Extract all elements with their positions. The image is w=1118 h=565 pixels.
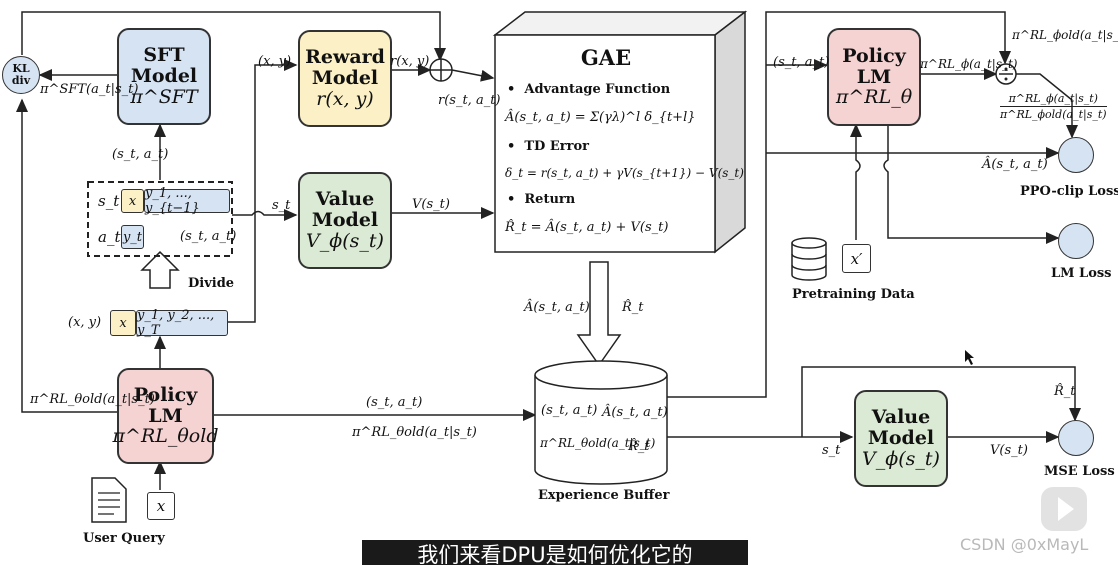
policy-old-symbol: π^RL_θold	[112, 425, 219, 448]
reward-model-box: Reward Model r(x, y)	[298, 30, 392, 127]
divide-yt-chip: y_t	[121, 225, 144, 249]
sft-title-1: SFT	[143, 44, 185, 67]
rollout-ys-chip: y_1, y_2, ..., y_T	[136, 308, 228, 338]
value-bottom-output-label: V(s_t)	[990, 443, 1028, 458]
lm-loss-label: LM Loss	[1051, 266, 1112, 281]
policy-old-box: Policy LM π^RL_θold	[113, 368, 218, 464]
reward-symbol: r(x, y)	[316, 87, 374, 110]
divide-caption: Divide	[188, 276, 235, 291]
document-icon	[91, 477, 127, 523]
value-top-title-2: Model	[311, 209, 379, 232]
buffer-cell-3: π^RL_θold(a_t|s_t)	[540, 436, 656, 450]
reward-title-1: Reward	[305, 46, 385, 69]
kl-div-node: KL div	[2, 56, 40, 94]
sum-output-label: r(s_t, a_t)	[438, 93, 501, 108]
policy-new-input-label: (s_t, a_t)	[773, 55, 830, 70]
sft-symbol: π^SFT	[130, 85, 198, 108]
divide-x-chip: x	[121, 189, 144, 213]
value-bottom-target-label: R̂_t	[1054, 384, 1076, 399]
gae-td-title: • TD Error	[507, 139, 589, 154]
gae-td-eq: δ_t = r(s_t, a_t) + γV(s_{t+1}) − V(s_t)	[505, 166, 744, 180]
divide-ys-chip: y_1, ..., y_{t−1}	[144, 186, 230, 216]
mse-loss-label: MSE Loss	[1044, 464, 1115, 479]
sft-output-label: π^SFT(a_t|s_t)	[40, 82, 139, 97]
policy-new-title-2: LM	[856, 65, 892, 88]
divide-action-label: a_t	[98, 228, 121, 246]
policy-old-title-1: Policy	[133, 383, 198, 406]
gae-adv-title: • Advantage Function	[507, 82, 671, 97]
pretrain-x-chip: x′	[842, 244, 871, 273]
ppo-loss-label: PPO-clip Loss	[1020, 184, 1118, 199]
kl-label-1: KL	[12, 62, 30, 76]
user-query-x-chip: x	[147, 492, 175, 520]
buffer-cell-2: Â(s_t, a_t)	[602, 405, 668, 420]
value-bottom-symbol: V_ϕ(s_t)	[862, 447, 940, 470]
value-bottom-title-1: Value	[871, 406, 931, 429]
value-model-top-box: Value Model V_ϕ(s_t)	[298, 172, 392, 269]
reward-input-label: (x, y)	[258, 54, 292, 69]
value-top-symbol: V_ϕ(s_t)	[306, 229, 384, 252]
reward-title-2: Model	[311, 67, 379, 90]
policy-buffer-top-label: (s_t, a_t)	[366, 395, 423, 410]
gae-box	[492, 10, 748, 254]
experience-buffer-cylinder	[534, 360, 668, 485]
sum-node	[429, 58, 453, 82]
value-top-title-1: Value	[315, 188, 375, 211]
ratio-adv-label: Â(s_t, a_t)	[982, 157, 1048, 172]
ratio-top-input-label: π^RL_ϕold(a_t|s_t)	[1012, 28, 1118, 42]
gae-ret-eq: R̂_t = Â(s_t, a_t) + V(s_t)	[505, 220, 669, 235]
mse-loss-node	[1058, 420, 1094, 456]
value-bottom-title-2: Model	[867, 427, 935, 450]
mouse-cursor-icon	[965, 350, 974, 365]
value-top-output-label: V(s_t)	[412, 197, 450, 212]
gae-title: GAE	[580, 45, 632, 70]
policy-new-output-label: π^RL_ϕ(a_t|s_t)	[920, 57, 1018, 71]
buffer-caption: Experience Buffer	[538, 488, 670, 503]
video-subtitle: 我们来看DPU是如何优化它的	[362, 540, 748, 565]
database-icon	[791, 237, 827, 281]
reward-output-label: r(x, y)	[390, 54, 430, 69]
pretrain-label: Pretraining Data	[792, 287, 915, 302]
user-query-label: User Query	[83, 531, 165, 546]
kl-label-2: div	[11, 74, 31, 87]
gae-down-right-label: R̂_t	[622, 300, 644, 315]
gae-ret-title: • Return	[507, 192, 576, 207]
sft-title-2: Model	[130, 65, 198, 88]
policy-new-box: Policy LM π^RL_θ	[827, 28, 921, 126]
buffer-cell-4: R̂_t	[628, 439, 650, 454]
policy-old-output-label: π^RL_θold(a_t|s_t)	[30, 392, 155, 407]
buffer-cell-1: (s_t, a_t)	[541, 403, 598, 418]
csdn-watermark: CSDN @0xMayL	[960, 535, 1089, 554]
gae-down-left-label: Â(s_t, a_t)	[524, 300, 590, 315]
value-top-input-label: s_t	[272, 198, 291, 213]
ratio-fraction: π^RL_ϕ(a_t|s_t) π^RL_ϕold(a_t|s_t)	[1000, 92, 1107, 121]
policy-old-title-2: LM	[148, 404, 183, 427]
rollout-pair-label: (x, y)	[68, 315, 102, 330]
ratio-denominator: π^RL_ϕold(a_t|s_t)	[1000, 108, 1107, 121]
value-model-bottom-box: Value Model V_ϕ(s_t)	[854, 390, 948, 487]
policy-buffer-bottom-label: π^RL_θold(a_t|s_t)	[352, 425, 477, 440]
sft-input-label: (s_t, a_t)	[112, 147, 169, 162]
lm-loss-node	[1058, 223, 1094, 259]
divide-box	[87, 181, 233, 257]
divide-node	[995, 63, 1017, 85]
ratio-numerator: π^RL_ϕ(a_t|s_t)	[1000, 92, 1107, 107]
ppo-loss-node	[1058, 137, 1094, 173]
divide-pair-label: (s_t, a_t)	[180, 229, 237, 244]
sft-model-box: SFT Model π^SFT	[117, 28, 211, 125]
value-bottom-input-label: s_t	[822, 443, 841, 458]
policy-new-title-1: Policy	[842, 44, 906, 67]
divide-state-label: s_t	[98, 192, 120, 210]
policy-new-symbol: π^RL_θ	[835, 86, 913, 109]
gae-to-buffer-arrow	[576, 261, 622, 367]
play-watermark-icon	[1041, 487, 1087, 531]
divide-arrow	[140, 250, 180, 289]
rollout-x-chip: x	[110, 310, 136, 336]
gae-adv-eq: Â(s_t, a_t) = Σ(γλ)^l δ_{t+l}	[505, 110, 696, 125]
